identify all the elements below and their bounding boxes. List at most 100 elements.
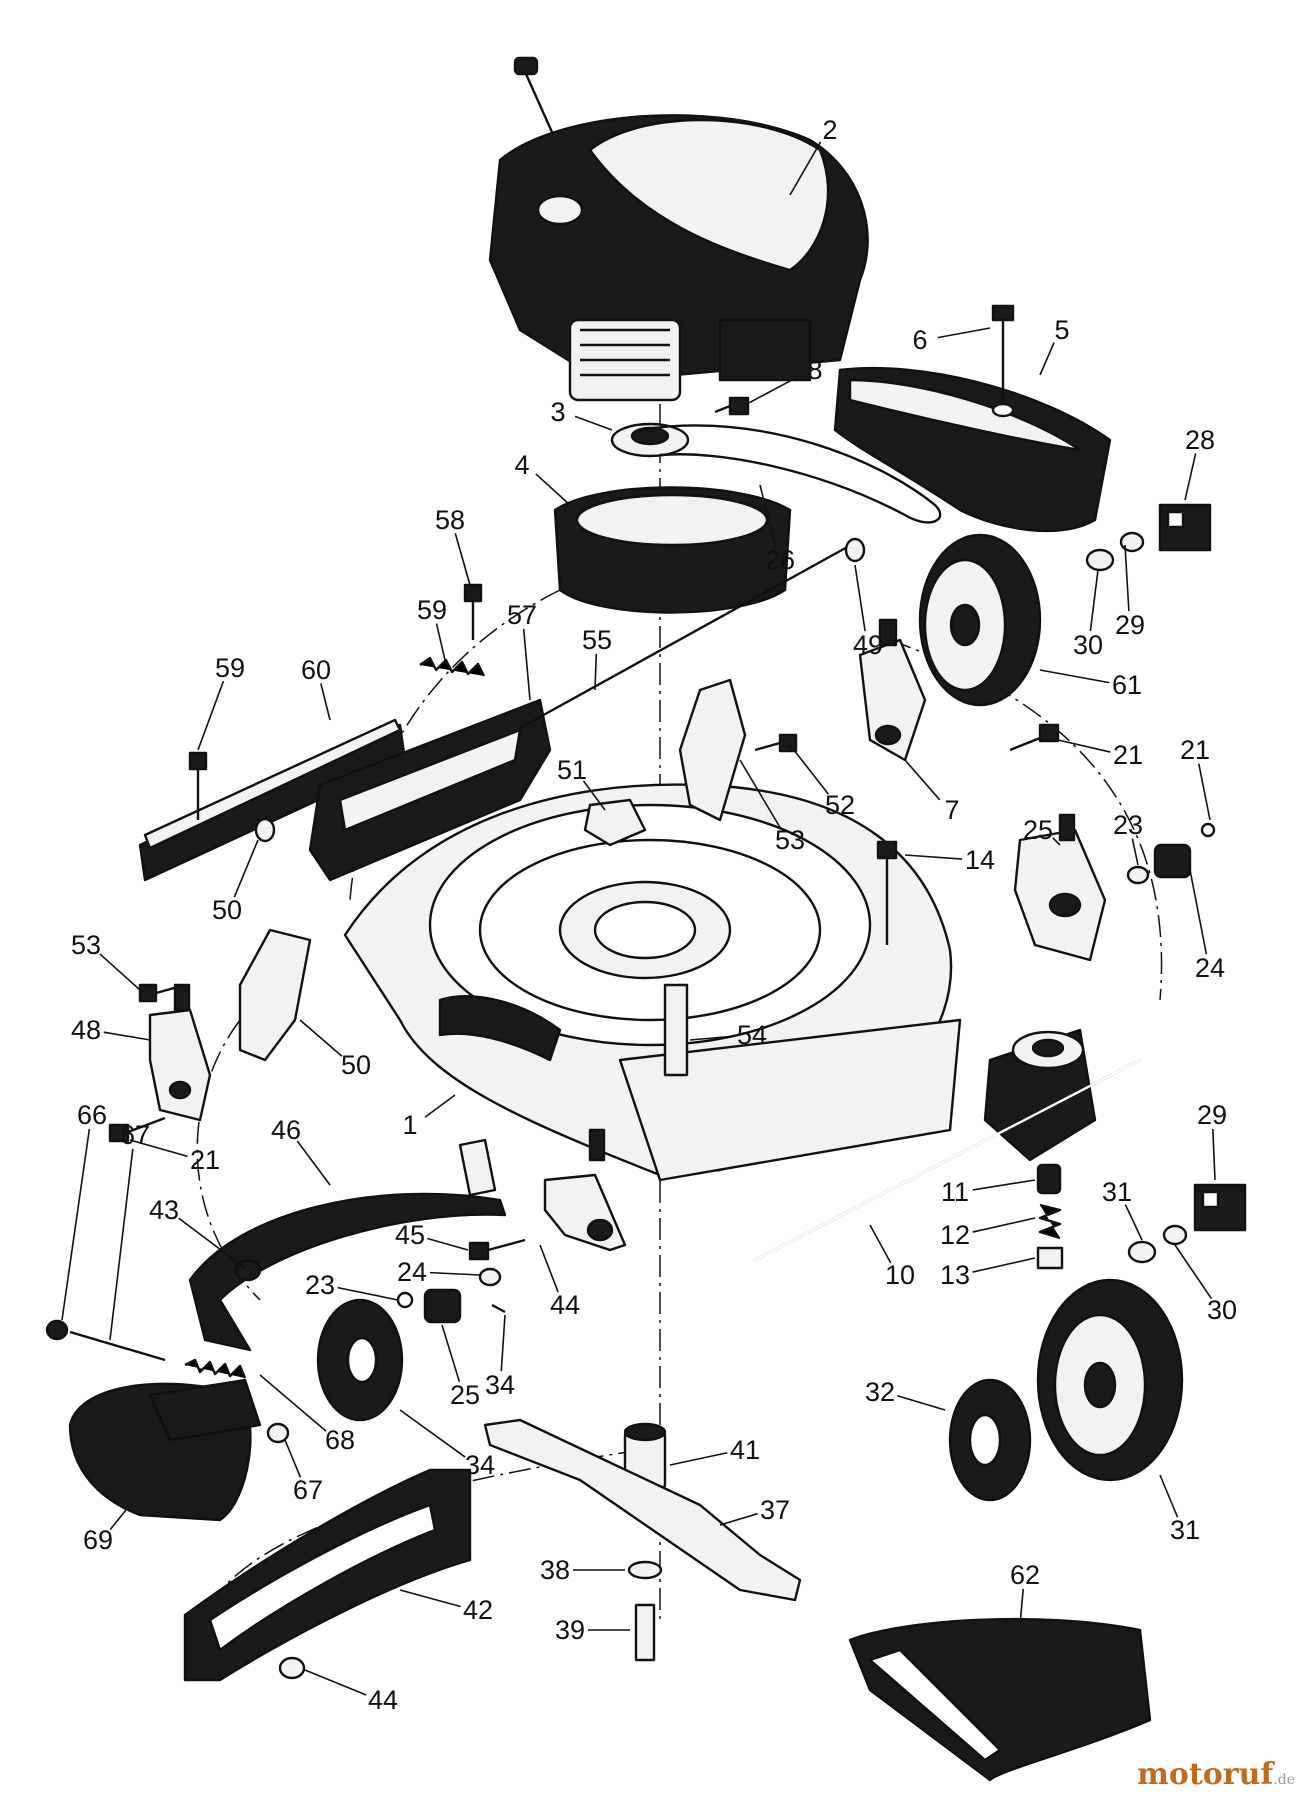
- callout-67: 67: [293, 1475, 323, 1505]
- leader-line-31: [1124, 1204, 1143, 1241]
- callout-29: 29: [1115, 610, 1145, 640]
- catcher-rod: [45, 1319, 166, 1362]
- rear-bracket: [858, 618, 927, 762]
- leader-line-6: [937, 327, 991, 339]
- leader-line-12: [972, 1217, 1036, 1233]
- callout-49: 49: [853, 630, 883, 660]
- engine: [488, 56, 869, 402]
- leader-line-8: [744, 375, 800, 406]
- gearbox: [983, 1028, 1097, 1162]
- catcher-spring: [184, 1358, 247, 1379]
- rear-door: [308, 698, 552, 882]
- callout-2: 2: [822, 115, 837, 145]
- mower-deck: [343, 783, 962, 1182]
- leader-line-7: [904, 759, 941, 801]
- leader-line-44: [304, 1669, 367, 1696]
- callout-4: 4: [514, 450, 529, 480]
- rear-deflector: [848, 1617, 1152, 1782]
- leader-line-66: [61, 1128, 91, 1321]
- callout-58: 58: [435, 505, 465, 535]
- leader-line-67: [109, 1148, 134, 1341]
- callout-6: 6: [912, 325, 927, 355]
- front-wheel: [1036, 1278, 1184, 1482]
- leader-line-32: [897, 1394, 946, 1411]
- leader-line-53: [99, 953, 141, 991]
- bolt-6: [991, 304, 1015, 400]
- callout-28: 28: [1185, 425, 1215, 455]
- leader-line-51: [582, 780, 606, 811]
- door-spring: [419, 656, 486, 677]
- washer-50-left: [254, 817, 276, 843]
- callout-66: 66: [77, 1100, 107, 1130]
- callout-5: 5: [1054, 315, 1069, 345]
- leader-line-45: [427, 1237, 469, 1251]
- bolt-53-right: [754, 733, 798, 753]
- leader-line-3: [574, 415, 613, 431]
- callout-3: 3: [550, 397, 565, 427]
- hubcap-right: [948, 1378, 1032, 1502]
- callout-42: 42: [463, 1595, 493, 1625]
- callout-45: 45: [395, 1220, 425, 1250]
- leader-line-37: [719, 1512, 758, 1526]
- callout-68: 68: [325, 1425, 355, 1455]
- callout-61: 61: [1112, 670, 1142, 700]
- callout-52: 52: [825, 790, 855, 820]
- leader-line-50: [233, 839, 259, 898]
- leader-line-30: [1174, 1244, 1213, 1300]
- height-bracket-right: [678, 678, 747, 822]
- height-bracket-left: [238, 928, 312, 1062]
- callout-46: 46: [271, 1115, 301, 1145]
- callout-59: 59: [417, 595, 447, 625]
- height-plate-bottom: [1193, 1183, 1247, 1232]
- callout-60: 60: [301, 655, 331, 685]
- callout-44: 44: [550, 1290, 580, 1320]
- leader-line-24: [429, 1271, 481, 1276]
- right-bracket: [1013, 813, 1107, 962]
- leader-line-42: [399, 1589, 461, 1608]
- callout-21: 21: [1113, 740, 1143, 770]
- bolt-21-right: [1009, 723, 1060, 752]
- leader-line-67: [284, 1439, 302, 1478]
- callout-7: 7: [944, 795, 959, 825]
- callout-30: 30: [1073, 630, 1103, 660]
- leader-line-59: [435, 623, 446, 661]
- leader-line-28: [1184, 453, 1197, 501]
- callout-50: 50: [341, 1050, 371, 1080]
- leader-line-1: [424, 1094, 456, 1118]
- door-rod: [519, 538, 861, 730]
- callout-44: 44: [368, 1685, 398, 1715]
- deck-knob: [583, 798, 647, 847]
- leader-line-62: [1019, 1588, 1025, 1626]
- leader-line-43: [178, 1217, 246, 1269]
- leader-line-23: [1131, 838, 1139, 866]
- callout-54: 54: [737, 1020, 767, 1050]
- leader-line-24: [1189, 869, 1208, 955]
- washers-bottom: [1127, 1224, 1188, 1264]
- leader-line-44: [539, 1244, 559, 1293]
- rear-wheel-top: [918, 533, 1042, 707]
- leader-line-30: [1089, 569, 1099, 632]
- blade-bolt: [634, 1603, 656, 1662]
- leader-line-26: [759, 484, 777, 547]
- callout-38: 38: [540, 1555, 570, 1585]
- callout-23: 23: [305, 1270, 335, 1300]
- callout-21: 21: [1180, 735, 1210, 765]
- callout-32: 32: [865, 1377, 895, 1407]
- leader-line-21: [1197, 763, 1211, 821]
- bolt-14: [876, 840, 898, 945]
- leader-line-49: [854, 564, 866, 632]
- leader-line-5: [1039, 342, 1055, 376]
- leader-line-55: [594, 653, 598, 691]
- leader-line-10: [869, 1224, 892, 1264]
- callout-69: 69: [83, 1525, 113, 1555]
- rear-rail: [138, 718, 407, 882]
- bolt-46: [468, 1238, 526, 1261]
- spacer-spring-nut: [1036, 1163, 1064, 1270]
- gear-right: [1126, 822, 1216, 885]
- callout-12: 12: [940, 1220, 970, 1250]
- leader-line-60: [320, 683, 331, 721]
- callout-55: 55: [582, 625, 612, 655]
- callout-8: 8: [807, 355, 822, 385]
- leader-line-21: [129, 1139, 188, 1158]
- leader-line-4: [535, 473, 571, 506]
